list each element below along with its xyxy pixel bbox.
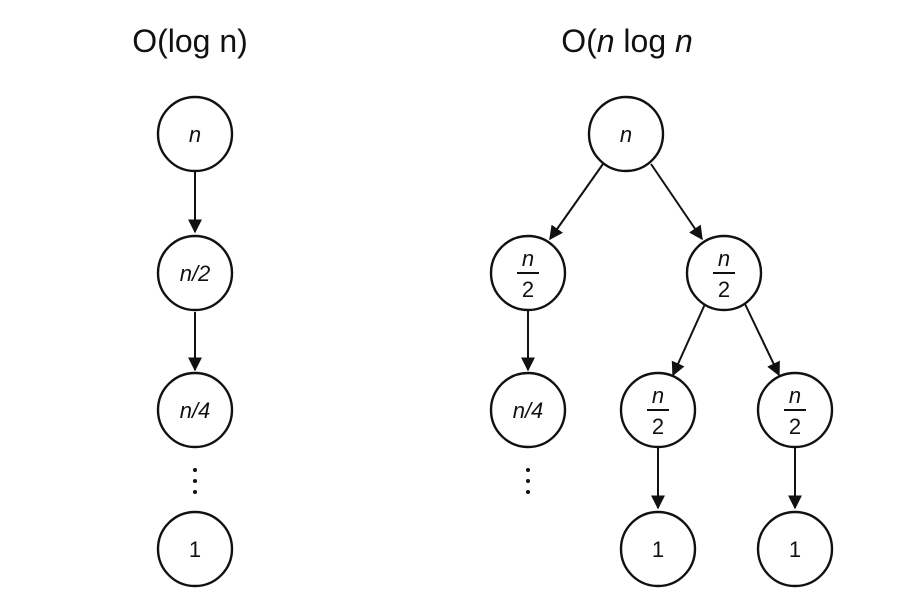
right-node-rr-numerator: n [789,383,801,408]
right-node-rr: n 2 [756,371,834,449]
left-node-quarter: n/4 [156,371,234,449]
right-node-leaf-right: 1 [756,510,834,588]
left-node-leaf: 1 [156,510,234,588]
right-title-prefix: O( [561,23,597,59]
right-edge-root-right [650,163,703,241]
left-node-root-label: n [189,122,201,147]
right-node-right-half-numerator: n [718,246,730,271]
right-node-leaf-left-label: 1 [652,537,664,562]
right-node-rl-denominator: 2 [652,414,664,439]
right-node-rr-denominator: 2 [789,414,801,439]
right-node-left-quarter: n/4 [489,371,567,449]
right-title-log: log [615,23,675,59]
left-title: O(log n) [132,23,248,59]
right-node-left-half: n 2 [489,234,567,312]
left-node-leaf-label: 1 [189,537,201,562]
right-node-rl: n 2 [619,371,697,449]
right-node-root: n [587,95,665,173]
left-node-half: n/2 [156,234,234,312]
left-node-root: n [156,95,234,173]
right-node-leaf-left: 1 [619,510,697,588]
right-node-right-half: n 2 [685,234,763,312]
right-node-rl-numerator: n [652,383,664,408]
right-node-left-half-numerator: n [522,246,534,271]
right-edge-root-left [549,163,604,241]
left-node-quarter-label: n/4 [180,398,211,423]
right-title: O(n log n [561,23,693,59]
left-node-half-label: n/2 [180,261,211,286]
right-node-root-label: n [620,122,632,147]
right-node-left-half-denominator: 2 [522,277,534,302]
right-left-ellipsis [526,468,530,494]
left-ellipsis [193,468,197,494]
right-node-leaf-right-label: 1 [789,537,801,562]
right-edge-righthalf-rr [744,303,780,377]
right-node-left-quarter-label: n/4 [513,398,544,423]
right-node-right-half-denominator: 2 [718,277,730,302]
right-edge-righthalf-rl [671,303,706,377]
right-title-n1: n [597,23,615,59]
right-title-n2: n [675,23,693,59]
